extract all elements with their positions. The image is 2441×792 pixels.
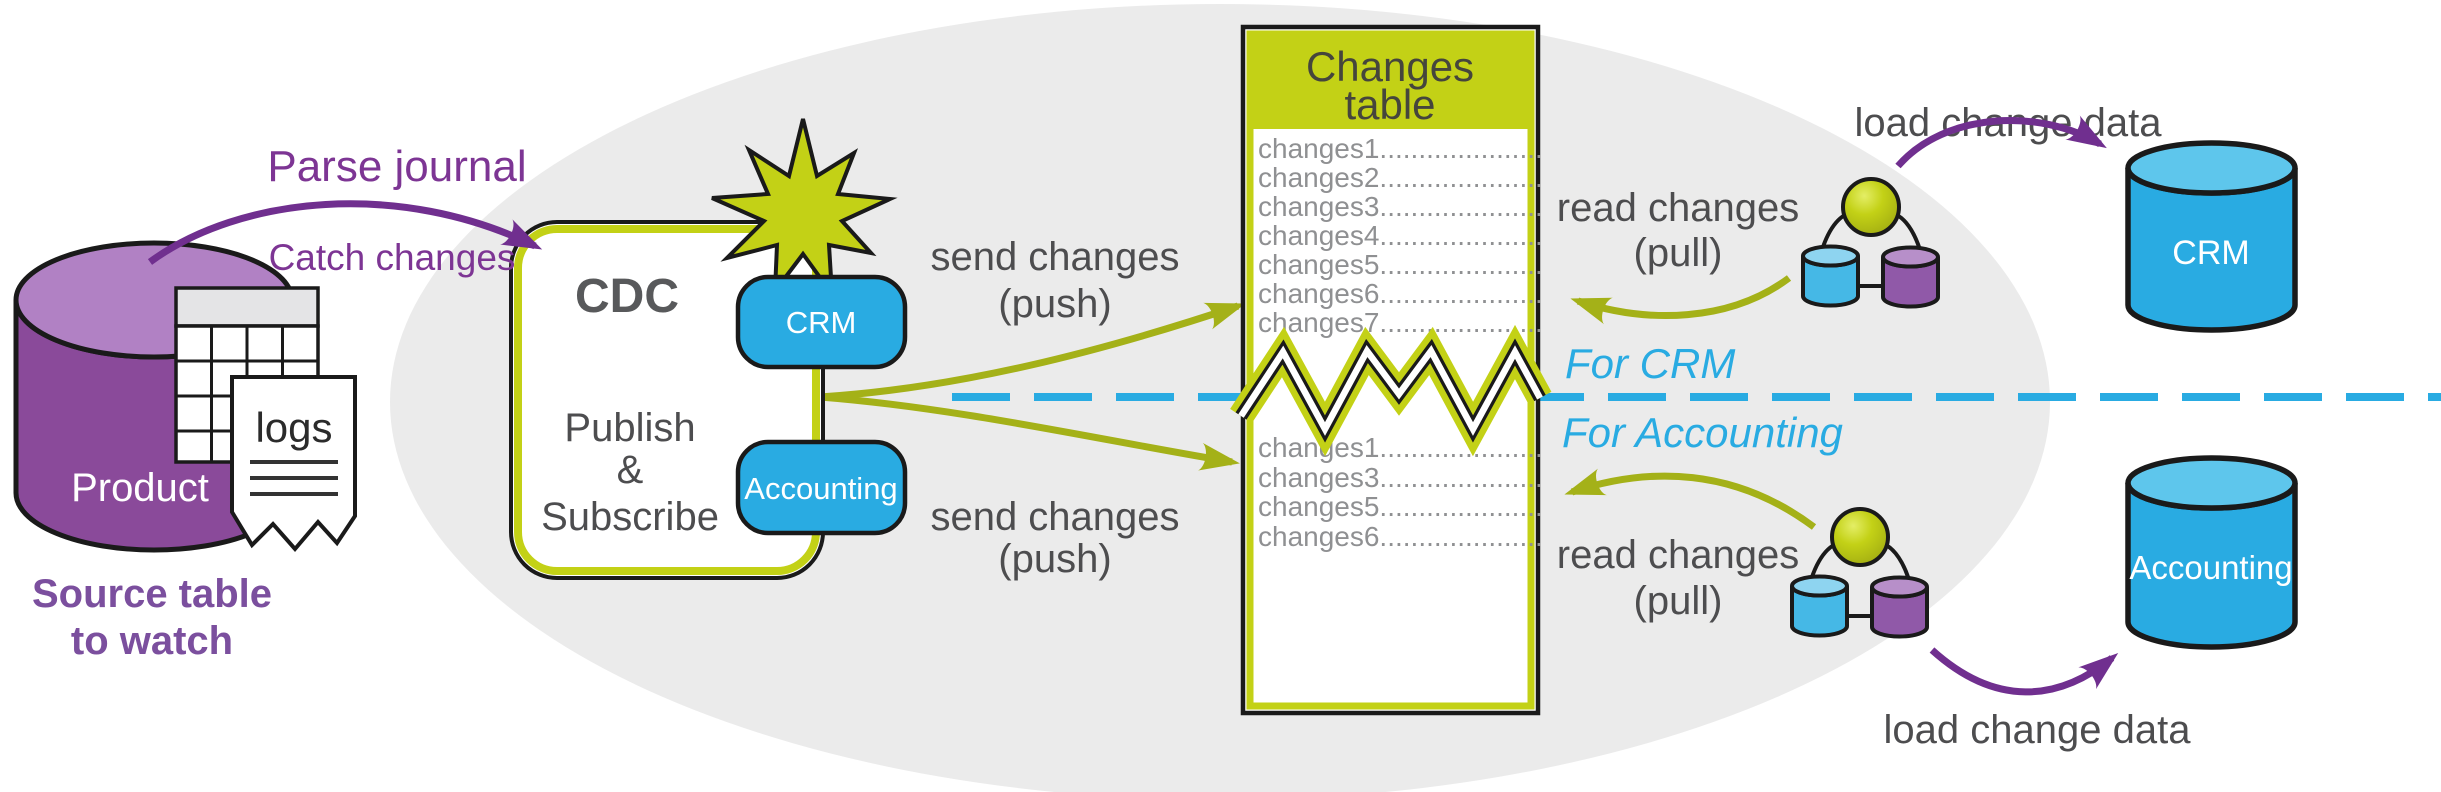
tab-crm: CRM	[735, 274, 908, 370]
source-caption-line2: to watch	[71, 619, 233, 663]
table-row: changes7.....................	[1258, 307, 1543, 338]
table-row: changes2.....................	[1258, 162, 1543, 193]
changes-rows-top: changes1..................... changes2..…	[1258, 133, 1543, 338]
load-arrow-bottom	[1929, 647, 2119, 696]
push-top-label-line1: send changes	[930, 235, 1179, 279]
read-changes-arrow-top	[1570, 275, 1792, 325]
accounting-db-label: Accounting	[2129, 549, 2292, 586]
table-row: changes6.....................	[1258, 278, 1543, 309]
table-row: changes1.....................	[1258, 133, 1543, 164]
table-row: changes4.....................	[1258, 220, 1543, 251]
zigzag-break	[1230, 324, 1552, 457]
read-changes-arrow-bottom	[1564, 468, 1817, 530]
pull-bottom-label-line1: read changes	[1557, 533, 1799, 577]
tab-accounting: Accounting	[735, 439, 908, 536]
table-row: changes5.....................	[1258, 249, 1543, 280]
push-bottom-label-line1: send changes	[930, 495, 1179, 539]
crm-db-cylinder: CRM	[2125, 140, 2298, 333]
burst-star-icon	[711, 118, 898, 301]
changes-table-title-line1: Changes	[1306, 43, 1474, 90]
send-changes-arrow-top	[819, 302, 1246, 401]
tab-crm-label: CRM	[786, 305, 857, 340]
cdc-pubsub-line2: &	[617, 448, 644, 492]
catch-changes-label: Catch changes	[269, 237, 516, 278]
table-row: changes6.....................	[1258, 521, 1543, 552]
logs-label: logs	[255, 404, 332, 451]
logs-doc-icon: logs	[230, 375, 357, 553]
load-arrow-top	[1895, 115, 2107, 169]
cdc-title: CDC	[575, 270, 679, 323]
table-row: changes3.....................	[1258, 191, 1543, 222]
send-changes-arrow-bottom	[819, 393, 1240, 471]
table-row: changes3.....................	[1258, 462, 1543, 493]
partition-label-accounting: For Accounting	[1562, 409, 1843, 456]
pull-top-label-line2: (pull)	[1634, 231, 1723, 275]
partition-label-crm: For CRM	[1565, 340, 1735, 387]
product-label: Product	[71, 466, 209, 510]
push-bottom-label-line2: (push)	[998, 537, 1111, 581]
changes-table-title-line2: table	[1344, 81, 1435, 128]
cdc-pubsub-line3: Subscribe	[541, 495, 719, 539]
load-bottom-label: load change data	[1884, 708, 2192, 752]
table-row: changes5.....................	[1258, 491, 1543, 522]
accounting-db-cylinder: Accounting	[2125, 455, 2298, 650]
changes-rows-bottom: changes1..................... changes3..…	[1258, 432, 1543, 552]
parse-journal-arrow	[147, 200, 543, 265]
pull-bottom-label-line2: (pull)	[1634, 579, 1723, 623]
changes-table: Changes table changes1..................…	[1230, 24, 1552, 716]
parse-journal-label: Parse journal	[267, 142, 526, 191]
cdc-pubsub-line1: Publish	[564, 406, 695, 450]
pull-top-label-line1: read changes	[1557, 186, 1799, 230]
tab-accounting-label: Accounting	[744, 471, 897, 506]
source-caption-line1: Source table	[32, 572, 272, 616]
push-top-label-line2: (push)	[998, 282, 1111, 326]
crm-db-label: CRM	[2172, 234, 2249, 272]
table-row: changes1.....................	[1258, 432, 1543, 463]
changes-table-header	[1247, 31, 1534, 129]
